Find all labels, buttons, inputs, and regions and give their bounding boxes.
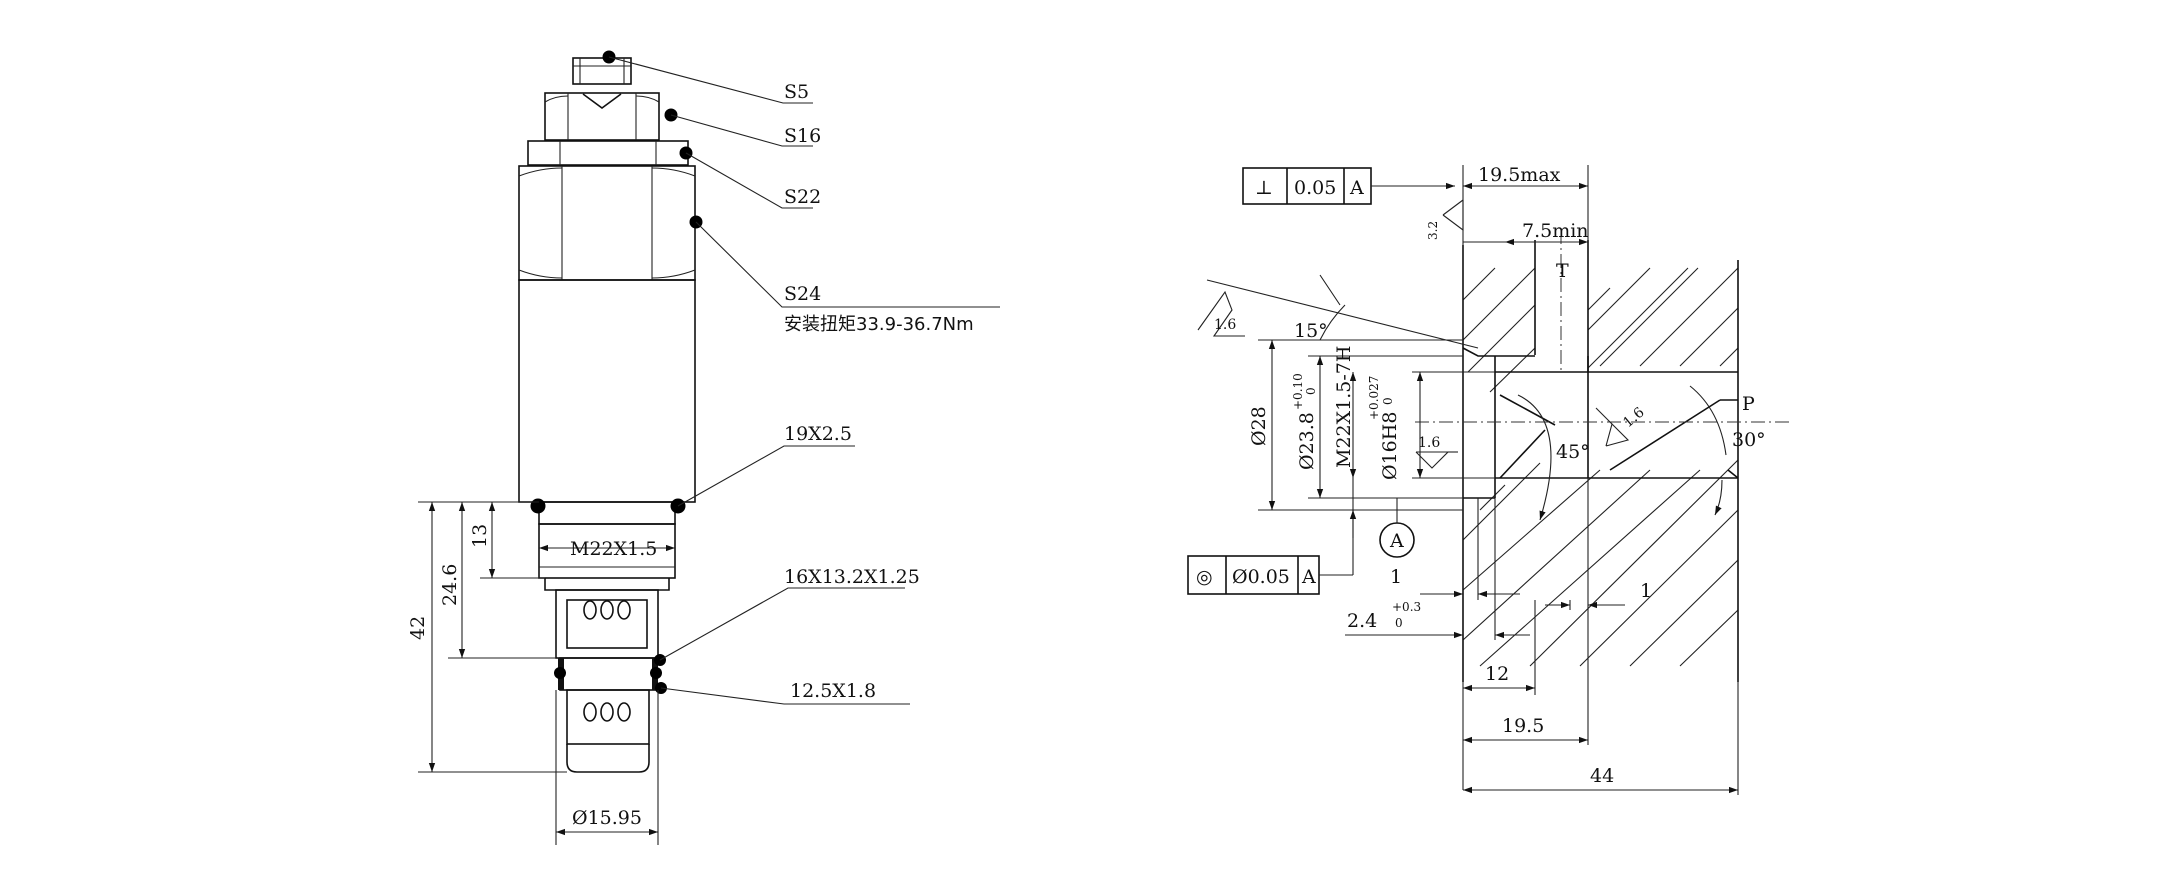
valve-stem bbox=[555, 589, 659, 773]
gdt-perpendicularity-frame: ⊥ 0.05 A bbox=[1242, 167, 1455, 205]
svg-text:1.6: 1.6 bbox=[1418, 435, 1440, 451]
svg-text:A: A bbox=[1349, 177, 1364, 199]
leader-lines bbox=[608, 56, 1000, 705]
hatch-upper bbox=[1462, 267, 1739, 393]
dim-19-5-max: 19.5max bbox=[1462, 164, 1589, 245]
svg-text:◎: ◎ bbox=[1196, 566, 1213, 588]
svg-text:13: 13 bbox=[469, 524, 491, 548]
svg-text:1.6: 1.6 bbox=[1214, 317, 1236, 333]
callout-s16: S16 bbox=[784, 125, 821, 147]
flange-washer bbox=[527, 140, 689, 166]
callout-s22: S22 bbox=[784, 186, 821, 208]
svg-text:+0.3: +0.3 bbox=[1392, 600, 1421, 614]
hex-body bbox=[518, 165, 696, 281]
dim-12: 12 bbox=[1462, 600, 1536, 790]
svg-text:+0.10: +0.10 bbox=[1291, 373, 1305, 410]
angle-30: 30° bbox=[1689, 385, 1766, 516]
datum-a: A bbox=[1352, 478, 1415, 558]
roughness-1-6-port: 1.6 bbox=[1595, 404, 1648, 447]
callout-backup-ring: 16X13.2X1.25 bbox=[784, 566, 920, 588]
svg-text:0.05: 0.05 bbox=[1294, 177, 1336, 199]
svg-text:19.5: 19.5 bbox=[1502, 715, 1544, 737]
svg-text:1.6: 1.6 bbox=[1620, 404, 1647, 431]
roughness-3-2: 3.2 bbox=[1426, 199, 1464, 240]
callout-oring-12: 12.5X1.8 bbox=[790, 680, 876, 702]
angle-15: 15° bbox=[1294, 304, 1346, 342]
svg-text:A: A bbox=[1389, 530, 1404, 552]
dim-2-4: 2.4 +0.3 0 bbox=[1345, 498, 1530, 640]
dim-chamfer-1: 1 bbox=[1390, 498, 1520, 600]
svg-text:42: 42 bbox=[407, 616, 429, 640]
svg-text:2.4: 2.4 bbox=[1347, 610, 1377, 632]
svg-text:0: 0 bbox=[1304, 387, 1318, 395]
svg-text:7.5min: 7.5min bbox=[1522, 220, 1589, 242]
lock-nut bbox=[544, 92, 660, 141]
svg-text:1: 1 bbox=[1390, 566, 1402, 588]
cavity-section-view: ⊥ 0.05 A 19.5max 7.5min 3.2 1.6 bbox=[1187, 164, 1790, 795]
svg-text:+0.027: +0.027 bbox=[1367, 376, 1381, 420]
svg-text:Ø28: Ø28 bbox=[1248, 406, 1270, 446]
svg-text:19.5max: 19.5max bbox=[1478, 164, 1561, 186]
callout-s5: S5 bbox=[784, 81, 809, 103]
callout-s24: S24 bbox=[784, 283, 821, 305]
svg-text:24.6: 24.6 bbox=[439, 564, 461, 606]
cavity-outline bbox=[1206, 240, 1739, 682]
svg-text:0: 0 bbox=[1381, 397, 1395, 405]
svg-text:A: A bbox=[1301, 566, 1316, 588]
dim-right-1: 1 bbox=[1545, 580, 1652, 610]
port-t-label: T bbox=[1556, 260, 1569, 282]
dim-19-5: 19.5 bbox=[1463, 478, 1589, 745]
port-p-label: P bbox=[1742, 393, 1755, 415]
svg-text:45°: 45° bbox=[1556, 441, 1590, 463]
cartridge-side-view: S5 S16 S22 S24 安装扭矩33.9-36.7Nm 19X2.5 16… bbox=[407, 50, 1000, 845]
adjusting-screw bbox=[572, 57, 632, 109]
stem-diameter-dimension: Ø15.95 bbox=[555, 690, 659, 845]
svg-text:3.2: 3.2 bbox=[1426, 221, 1440, 240]
diameter-dims: Ø28 Ø23.8 +0.10 0 M22X1.5-7H Ø16H8 +0.02… bbox=[1248, 339, 1495, 511]
roughness-1-6-bore: 1.6 bbox=[1415, 435, 1458, 469]
svg-text:⊥: ⊥ bbox=[1255, 177, 1273, 199]
svg-text:M22X1.5-7H: M22X1.5-7H bbox=[1333, 346, 1355, 468]
angle-45: 45° bbox=[1517, 394, 1590, 521]
gdt-concentricity-frame: ◎ Ø0.05 A bbox=[1187, 510, 1357, 595]
svg-text:1: 1 bbox=[1640, 580, 1652, 602]
svg-text:Ø16H8: Ø16H8 bbox=[1379, 412, 1401, 480]
svg-text:12: 12 bbox=[1485, 663, 1509, 685]
roughness-1-6-top: 1.6 bbox=[1197, 290, 1245, 337]
svg-text:30°: 30° bbox=[1732, 429, 1766, 451]
dim-7-5-min: 7.5min bbox=[1463, 220, 1589, 246]
callout-torque: 安装扭矩33.9-36.7Nm bbox=[784, 314, 974, 335]
valve-body bbox=[518, 279, 696, 503]
svg-text:Ø15.95: Ø15.95 bbox=[572, 807, 642, 829]
svg-text:0: 0 bbox=[1395, 616, 1403, 630]
callout-oring-19: 19X2.5 bbox=[784, 423, 852, 445]
svg-text:M22X1.5: M22X1.5 bbox=[570, 538, 657, 560]
svg-text:44: 44 bbox=[1590, 765, 1614, 787]
svg-text:15°: 15° bbox=[1294, 320, 1328, 342]
thread-dimension: M22X1.5 bbox=[539, 538, 675, 560]
dim-44: 44 bbox=[1463, 682, 1739, 795]
svg-text:Ø23.8: Ø23.8 bbox=[1296, 412, 1318, 470]
vertical-dimensions: 13 24.6 42 bbox=[407, 501, 567, 773]
svg-text:Ø0.05: Ø0.05 bbox=[1232, 566, 1290, 588]
